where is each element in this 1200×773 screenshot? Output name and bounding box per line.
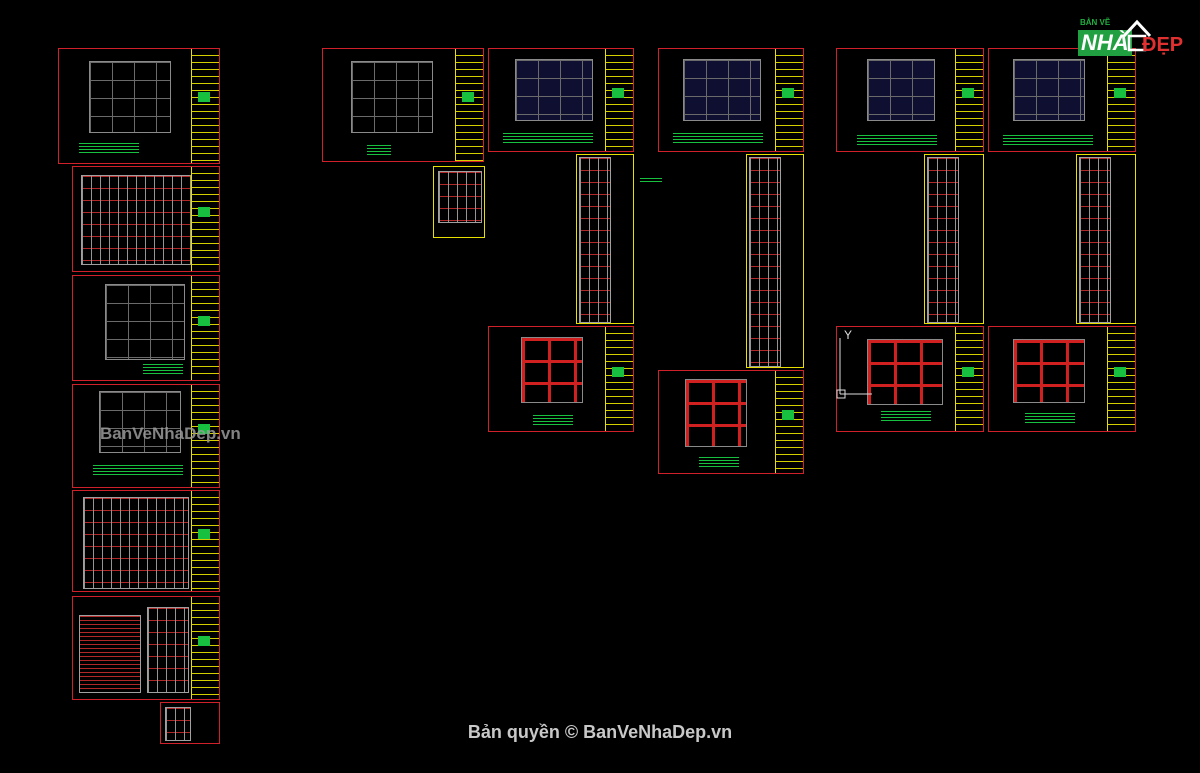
sheet-notes [533,415,573,425]
sheet-floor-1-red[interactable] [488,326,634,432]
sheet-notes [367,145,391,155]
title-block [605,327,633,431]
detail-drawing [438,171,482,223]
title-block [955,49,983,151]
copyright-text: Bản quyền © BanVeNhaDep.vn [467,722,733,742]
sheet-notes [93,465,183,475]
title-block [191,276,219,380]
detail-drawing [927,157,959,323]
sheet-notes [1025,413,1075,423]
sheet-notes [1003,135,1093,145]
detail-drawing [749,157,781,367]
title-block [775,49,803,151]
title-block [191,491,219,591]
sheet-notes [143,364,183,374]
sheet-notes [857,135,937,145]
floor-grid [105,284,185,360]
detail-drawing [83,497,189,589]
detail-drawing [579,157,611,323]
sheet-ground-plan[interactable] [322,48,484,162]
sheet-details-2[interactable] [72,490,220,592]
title-block [191,385,219,487]
sheet-notes [503,133,593,143]
title-block [191,167,219,271]
detail-drawing [81,175,191,265]
sheet-notes [881,411,931,421]
sheet-beam-details-a[interactable] [576,154,634,324]
sheet-stair-detail[interactable] [433,166,485,238]
title-block [191,597,219,699]
logo-accent-text: ĐẸP [1142,34,1184,56]
sheet-small[interactable] [160,702,220,744]
floor-grid [867,339,943,405]
title-block [775,371,803,473]
sheet-details-1[interactable] [72,166,220,272]
sheet-beam-details-d[interactable] [1076,154,1136,324]
detail-drawing [1079,157,1111,323]
ucs-y-label: Y [844,328,853,342]
sheet-notes [699,457,739,467]
sheet-column-plan[interactable] [72,275,220,381]
house-icon [1122,19,1152,52]
sheet-floor-1[interactable] [488,48,634,152]
sheet-roof-plan-red[interactable] [988,326,1136,432]
sheet-notes [673,133,763,143]
title-block [955,327,983,431]
sheet-floor-3-red[interactable] [836,326,984,432]
sheet-floor-2-red[interactable] [658,370,804,474]
floor-grid [521,337,583,403]
logo-top-text: BẢN VẼ [1080,18,1111,27]
watermark-text: BanVeNhaDep.vn [100,424,241,443]
floor-grid [1013,59,1085,121]
floor-grid [515,59,593,121]
sheet-foundation-plan[interactable] [58,48,220,164]
detail-drawing [147,607,189,693]
title-block [1107,49,1135,151]
stray-annotation [640,178,662,184]
sheet-roof-plan[interactable] [988,48,1136,152]
logo-main-text: NHÀ [1078,30,1132,56]
floor-grid [89,61,171,133]
sheet-floor-2[interactable] [658,48,804,152]
floor-grid [351,61,433,133]
title-block [455,49,483,161]
title-block [191,49,219,163]
floor-grid [1013,339,1085,403]
sheet-beam-details-b[interactable] [746,154,804,368]
sheet-schedule[interactable] [72,596,220,700]
sheet-notes [79,143,139,153]
sheet-footing-plan[interactable] [72,384,220,488]
schedule-table [79,615,141,693]
floor-grid [683,59,761,121]
ucs-icon: Y [836,328,876,405]
floor-grid [99,391,181,453]
detail-drawing [165,707,191,741]
title-block [1107,327,1135,431]
title-block [605,49,633,151]
floor-grid [867,59,935,121]
site-logo: BẢN VẼ NHÀ ĐẸP [1076,14,1190,62]
sheet-floor-3[interactable] [836,48,984,152]
sheet-beam-details-c[interactable] [924,154,984,324]
floor-grid [685,379,747,447]
